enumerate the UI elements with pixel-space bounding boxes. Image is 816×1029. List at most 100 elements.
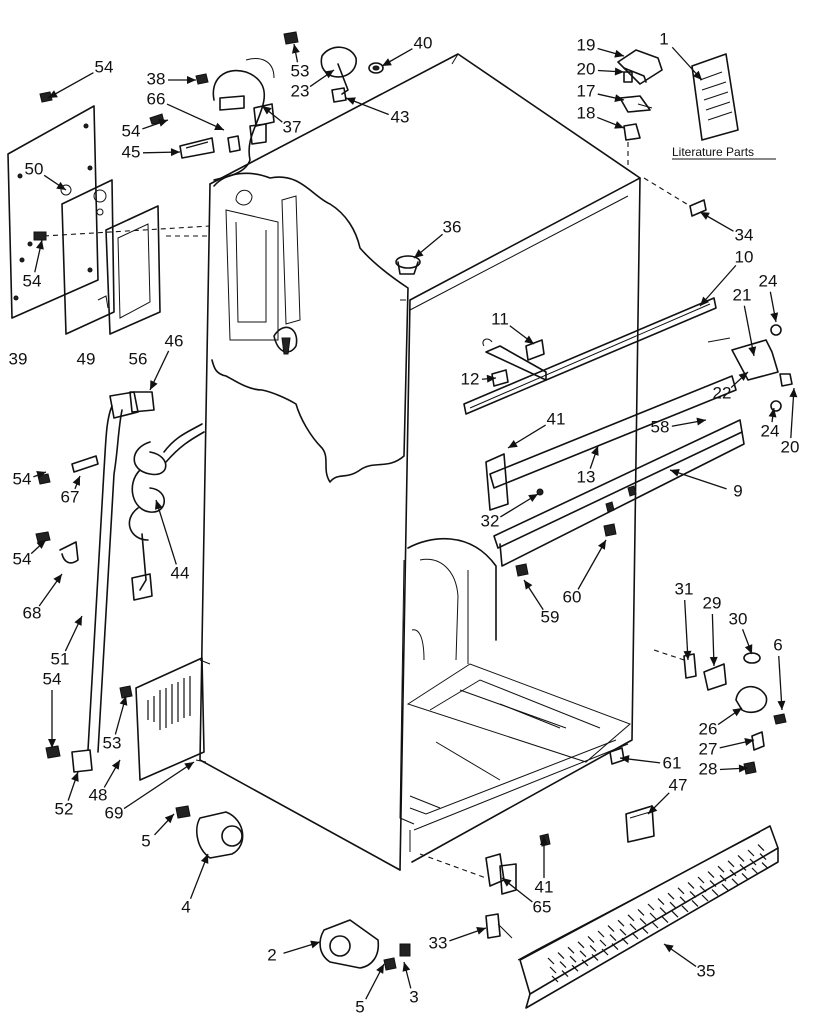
callout-44: 44 [171, 563, 190, 582]
callout-54: 54 [95, 57, 114, 76]
literature-caption-group: Literature Parts [672, 145, 776, 160]
callout-41: 41 [535, 877, 554, 896]
callout-50: 50 [25, 159, 44, 178]
leader-arrowhead [738, 764, 748, 773]
grille-slot [757, 844, 765, 852]
callout-21: 21 [733, 285, 752, 304]
grille-slot [689, 890, 697, 898]
leader-line [778, 655, 783, 711]
grille-slot [621, 937, 629, 945]
leader-arrowhead [770, 312, 779, 322]
leader-arrowhead [414, 249, 424, 258]
leader-arrowhead [540, 836, 548, 845]
callout-22: 22 [713, 383, 732, 402]
callout-28: 28 [699, 759, 718, 778]
callout-19: 19 [577, 35, 596, 54]
callout-60: 60 [563, 587, 582, 606]
grille-slot [637, 908, 645, 916]
grille-slot [557, 952, 565, 960]
leader-arrowhead [670, 468, 680, 477]
leader-line [166, 103, 225, 131]
callout-12: 12 [461, 369, 480, 388]
leader-arrowhead [150, 380, 158, 390]
callout-56: 56 [129, 349, 148, 368]
leader-arrowhead [164, 814, 174, 824]
leader-arrowhead [696, 417, 706, 426]
grille-slot [749, 858, 757, 866]
leader-line [669, 469, 727, 490]
block-47 [625, 805, 655, 843]
grille-slot [657, 898, 665, 906]
leader-arrowhead [36, 471, 46, 479]
grille-slot [669, 901, 677, 909]
leader-arrowhead [732, 708, 742, 717]
callout-48: 48 [89, 785, 108, 804]
grille-slot [601, 948, 609, 956]
grille-slot [631, 932, 639, 940]
literature-caption: Literature Parts [672, 145, 754, 159]
grille-slot [691, 899, 699, 907]
callout-54: 54 [122, 121, 141, 140]
grille-slot [747, 849, 755, 857]
leader-arrowhead [36, 540, 46, 549]
grille-slot [611, 943, 619, 951]
grille-slot [599, 939, 607, 947]
leader-arrowhead [709, 656, 718, 666]
callout-34: 34 [735, 225, 754, 244]
leader-arrowhead [700, 296, 710, 306]
callout-20: 20 [577, 59, 596, 78]
callout-26: 26 [699, 719, 718, 738]
hinge-cover-19 [617, 49, 663, 85]
callout-49: 49 [77, 349, 96, 368]
leader-arrowhead [777, 700, 786, 710]
leader-arrowhead [614, 49, 624, 58]
grille-slot [589, 944, 597, 952]
callout-27: 27 [699, 739, 718, 758]
grille-slot [677, 887, 685, 895]
leader-arrowhead [648, 804, 658, 814]
grille-slot [697, 876, 705, 884]
grille-slot [627, 914, 635, 922]
grille-slot [759, 853, 767, 861]
callout-9: 9 [733, 481, 742, 500]
callout-54: 54 [13, 469, 32, 488]
callout-20: 20 [781, 437, 800, 456]
leader-line [684, 599, 689, 661]
callout-66: 66 [147, 89, 166, 108]
callout-5: 5 [355, 997, 364, 1016]
leader-arrowhead [324, 70, 334, 79]
grille-slot [741, 872, 749, 880]
grille-slot [579, 950, 587, 958]
hinge-29 [703, 663, 727, 691]
roller-2 [319, 919, 380, 969]
drain-tube-51 [87, 405, 113, 751]
grille-slot [701, 894, 709, 902]
callout-36: 36 [443, 217, 462, 236]
callout-23: 23 [291, 81, 310, 100]
grille-slot [591, 953, 599, 961]
leader-arrowhead [789, 388, 798, 398]
leader-arrowhead [111, 760, 120, 770]
leader-arrowhead [597, 540, 606, 550]
callout-37: 37 [283, 117, 302, 136]
panel-39 [7, 105, 99, 319]
literature-booklet [691, 53, 739, 141]
leader-arrowhead [170, 148, 180, 157]
cabinet-body [195, 53, 641, 871]
bracket-26 [735, 685, 768, 714]
grille-slot [667, 892, 675, 900]
callout-53: 53 [291, 61, 310, 80]
leader-arrowhead [614, 121, 624, 129]
callout-30: 30 [729, 609, 748, 628]
grille-slot [727, 860, 735, 868]
leader-arrowhead [700, 212, 710, 220]
valve-23 [320, 46, 357, 78]
leader-arrowhead [71, 772, 79, 782]
callout-32: 32 [481, 511, 500, 530]
callout-67: 67 [61, 487, 80, 506]
callout-54: 54 [23, 271, 42, 290]
grille-slot [671, 910, 679, 918]
grille-slot [609, 934, 617, 942]
leader-arrowhead [291, 44, 300, 54]
